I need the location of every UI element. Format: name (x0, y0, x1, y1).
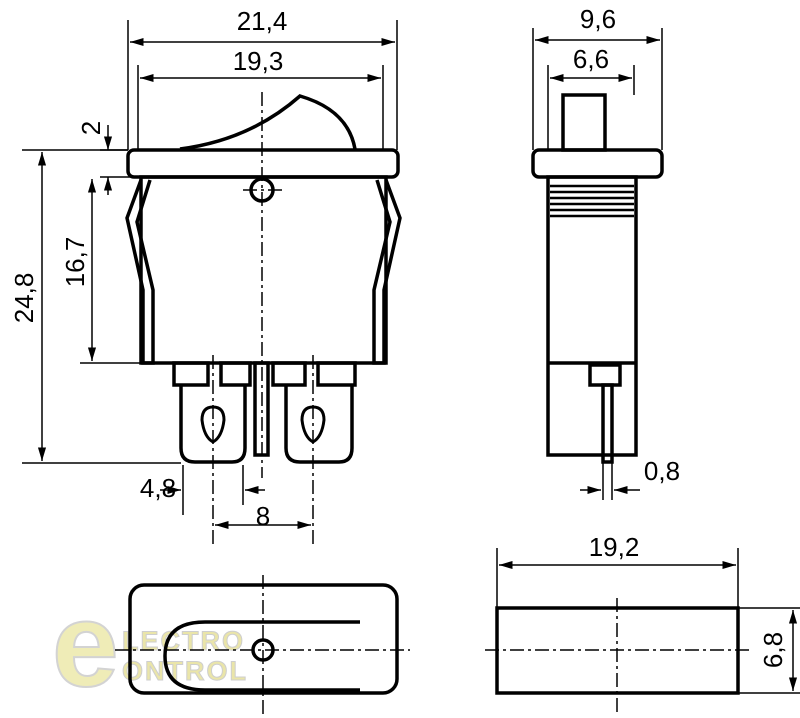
bottom-centerlines (115, 575, 410, 715)
dim-16-7: 16,7 (60, 237, 90, 288)
logo-line1: LECTRO (122, 626, 245, 656)
front-centerlines (212, 92, 314, 545)
dim-8: 8 (256, 501, 270, 531)
side-view (531, 93, 664, 464)
dim-9-6: 9,6 (580, 4, 616, 34)
side-dimension-lines (532, 28, 663, 500)
front-view (125, 94, 402, 464)
dim-2: 2 (76, 121, 106, 135)
dim-0-8: 0,8 (644, 456, 680, 486)
dim-24-8: 24,8 (9, 273, 39, 324)
front-dimension-lines (22, 20, 398, 530)
end-centerlines (485, 598, 750, 715)
dim-6-8: 6,8 (758, 632, 788, 668)
logo-letter: e (52, 578, 119, 712)
electrocontrol-logo: e LECTRO ONTROL (51, 577, 248, 713)
dim-19-3: 19,3 (233, 46, 284, 76)
end-dimension-lines (496, 548, 800, 694)
dim-21-4: 21,4 (237, 6, 288, 36)
dim-6-6: 6,6 (573, 44, 609, 74)
dim-4-8: 4,8 (140, 473, 176, 503)
dim-19-2: 19,2 (589, 532, 640, 562)
logo-line2: ONTROL (122, 656, 248, 686)
